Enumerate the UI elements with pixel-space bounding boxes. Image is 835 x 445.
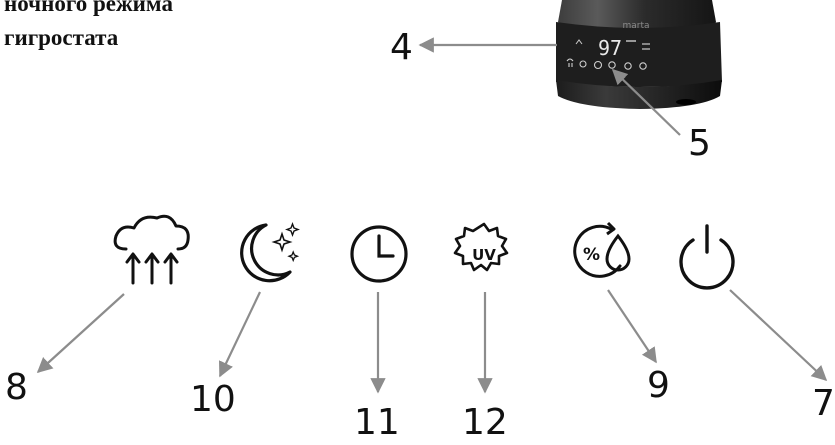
humidifier-device: marta 97 [556,0,722,109]
arrow-7 [729,289,828,382]
night-mode-icon [240,222,300,283]
device-brand-logo: marta [622,21,649,31]
star-icon-small [285,222,300,237]
arrow-8 [36,293,125,374]
power-icon [679,224,735,290]
device-night-icon [579,60,587,68]
device-power-icon [639,62,647,70]
display-indicator-icon [575,39,583,45]
mist-level-icon [113,214,190,285]
svg-text:UV: UV [472,246,496,264]
callout-number-5: 5 [688,123,711,164]
timer-icon [350,225,408,283]
device-display-value: 97 [598,36,622,60]
device-upper-body [558,0,716,30]
device-foot [676,99,696,105]
star-icon [271,231,293,253]
callout-arrows [36,37,828,394]
device-panel [556,22,722,87]
uv-icon: UV [453,222,509,272]
device-timer-icon [593,60,603,70]
device-uv-icon [608,61,616,69]
humidity-icon: % [573,221,631,278]
caption-line-1: ночного режима [4,0,173,16]
callout-number-10: 10 [190,379,236,420]
arrow-5 [611,68,681,136]
star-icon-small-2 [287,250,300,263]
callout-number-7: 7 [812,383,835,424]
caption-line-2: гигростата [4,25,119,50]
device-mist-icon [566,58,574,67]
svg-text:%: % [583,245,600,265]
callout-number-8: 8 [5,367,28,408]
callout-number-4: 4 [390,27,413,68]
callout-number-12: 12 [462,402,508,443]
callout-number-9: 9 [647,365,670,406]
arrow-10 [219,291,261,378]
arrow-9 [607,289,657,364]
caption: ночного режима гигростата [4,0,173,55]
callout-number-11: 11 [354,402,400,443]
water-drop-icon [605,233,631,272]
